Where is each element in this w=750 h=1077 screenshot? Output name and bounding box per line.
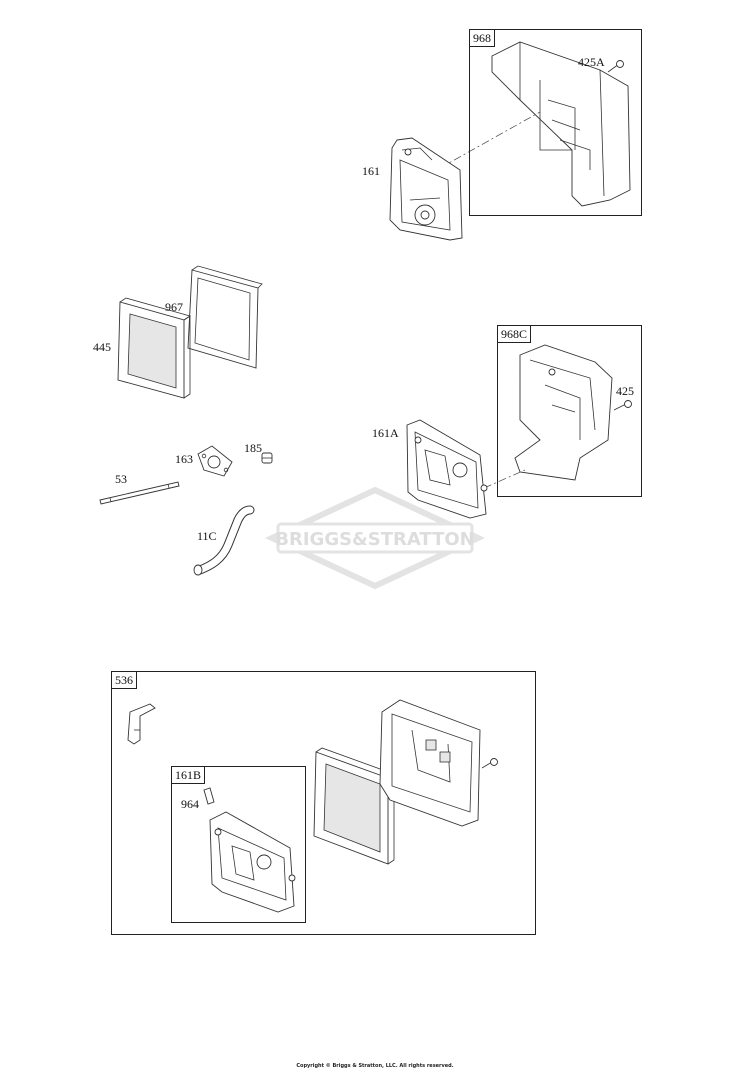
kit-frame-968C — [497, 325, 642, 497]
kit-frame-161B — [171, 766, 306, 923]
filter-element-536 — [313, 747, 395, 865]
kit-frame-968 — [469, 29, 642, 216]
callout-425: 425 — [616, 384, 634, 398]
air-cleaner-base-161B — [209, 811, 296, 913]
callout-161B: 161B — [171, 766, 206, 784]
callout-968: 968 — [469, 29, 495, 47]
air-filter-cartridge-445 — [117, 297, 191, 399]
callout-163: 163 — [175, 452, 193, 466]
cover-536 — [379, 699, 481, 827]
air-cleaner-base-161 — [389, 137, 463, 241]
breather-tube-11C — [193, 505, 255, 576]
air-cleaner-cover-968 — [491, 41, 631, 207]
sleeve-964 — [203, 787, 215, 805]
callout-161A: 161A — [372, 426, 399, 440]
callout-964: 964 — [181, 797, 199, 811]
alignment-line-161A — [483, 469, 526, 489]
callout-161: 161 — [362, 164, 380, 178]
copyright-footer: Copyright © Briggs & Stratton, LLC. All … — [296, 1063, 454, 1069]
gasket-163 — [197, 445, 233, 477]
screw-425A — [607, 60, 624, 73]
callout-185: 185 — [244, 441, 262, 455]
air-cleaner-cover-968C — [514, 344, 613, 481]
callout-53: 53 — [115, 472, 127, 486]
callout-967: 967 — [165, 300, 183, 314]
lever-part — [127, 703, 156, 745]
watermark-brand-text: BRIGGS&STRATTON — [275, 529, 474, 550]
callout-425A: 425A — [578, 55, 605, 69]
screw-425 — [613, 400, 632, 411]
kit-frame-536 — [111, 671, 536, 935]
callout-536: 536 — [111, 671, 137, 689]
screw-536 — [481, 758, 498, 769]
briggs-stratton-watermark-logo: BRIGGS&STRATTON — [264, 486, 486, 590]
callout-968C: 968C — [497, 325, 532, 343]
stud-53 — [99, 481, 180, 505]
alignment-line-161 — [439, 111, 541, 169]
pre-cleaner-967 — [187, 265, 263, 369]
callout-11C: 11C — [197, 529, 217, 543]
air-cleaner-base-161A — [406, 419, 488, 519]
callout-445: 445 — [93, 340, 111, 354]
nut-185 — [261, 452, 273, 464]
